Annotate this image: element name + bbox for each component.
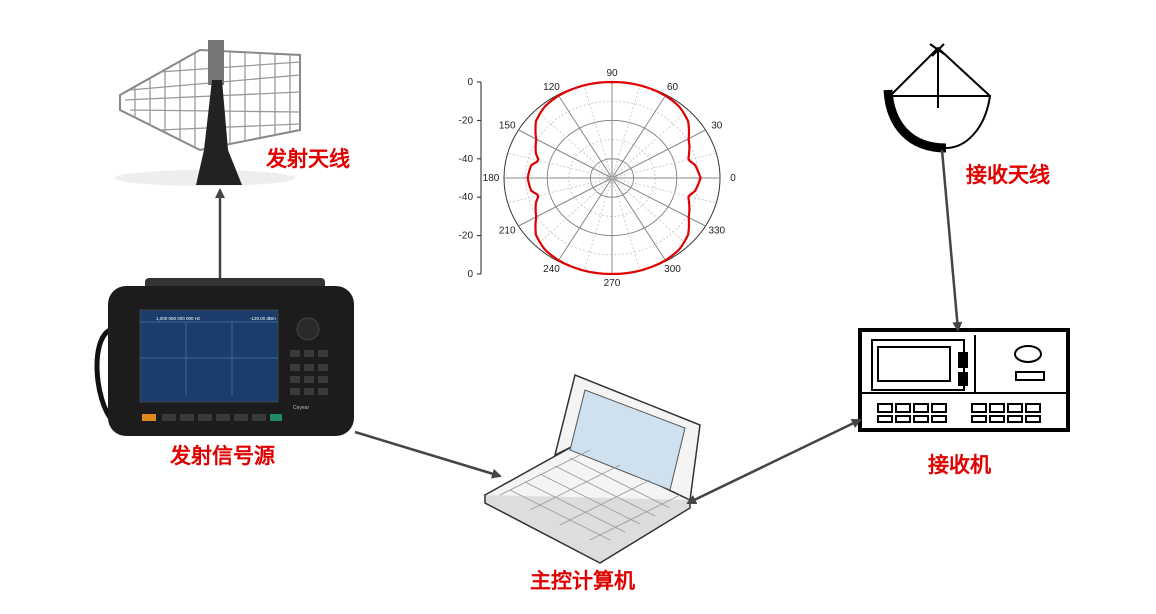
- grid-spoke: [611, 177, 689, 247]
- label-rx-antenna: 接收天线: [966, 163, 1050, 187]
- grid-spoke: [611, 177, 641, 271]
- grid-spoke: [611, 177, 717, 204]
- grid-spoke: [583, 85, 613, 179]
- radial-tick-label: -40: [459, 154, 474, 165]
- grid-spoke: [535, 109, 613, 179]
- angle-tick-label: 60: [667, 82, 679, 93]
- grid-spoke: [611, 94, 667, 179]
- angle-tick-label: 120: [543, 82, 560, 93]
- grid-spoke: [507, 152, 613, 179]
- angle-tick-label: 300: [664, 264, 681, 275]
- grid-spoke: [557, 177, 613, 262]
- angle-tick-label: 330: [708, 226, 725, 237]
- grid-spoke: [518, 177, 613, 227]
- grid-spoke: [611, 152, 717, 179]
- grid-spoke: [611, 177, 667, 262]
- grid-spoke: [507, 177, 613, 204]
- laptop-icon: [483, 373, 701, 564]
- angle-tick-label: 180: [483, 173, 500, 184]
- radial-tick-label: 0: [467, 269, 473, 280]
- radial-tick-label: -20: [459, 231, 474, 242]
- angle-tick-label: 210: [499, 226, 516, 237]
- arrow-pc-receiver: [686, 418, 862, 505]
- grid-spoke: [611, 129, 706, 179]
- radial-tick-label: -40: [459, 192, 474, 203]
- grid-spoke: [611, 109, 689, 179]
- angle-tick-label: 150: [499, 121, 516, 132]
- angle-tick-label: 270: [604, 278, 621, 289]
- angle-tick-label: 90: [606, 68, 618, 79]
- grid-spoke: [583, 177, 613, 271]
- angle-tick-label: 240: [543, 264, 560, 275]
- rx-antenna-icon: [883, 43, 992, 153]
- arrow-rx-antenna-to-receiver: [940, 149, 963, 332]
- grid-spoke: [518, 129, 613, 179]
- source-power-readout: -120.00 dBm: [250, 316, 276, 321]
- angle-tick-label: 0: [730, 173, 736, 184]
- arrow-source-to-pc: [354, 430, 502, 479]
- radial-tick-label: -20: [459, 115, 474, 126]
- receiver-icon: [858, 328, 1070, 432]
- source-frequency-readout: 1,000 000 000 000 Hz: [156, 316, 201, 321]
- grid-spoke: [611, 177, 706, 227]
- grid-spoke: [611, 85, 641, 179]
- pattern-series-line: [526, 80, 702, 276]
- grid-spoke: [535, 177, 613, 247]
- angle-tick-label: 30: [711, 121, 723, 132]
- radiation-pattern-chart: 0 30 60 90 120 150 180 210 240 270 300 330 0 -20 -40 -4…: [459, 68, 737, 289]
- source-brand: Ceyear: [293, 405, 309, 411]
- label-receiver: 接收机: [928, 453, 991, 477]
- label-control-pc: 主控计算机: [530, 569, 635, 593]
- label-tx-antenna: 发射天线: [266, 147, 350, 171]
- grid-spoke: [557, 94, 613, 179]
- radial-tick-label: 0: [467, 77, 473, 88]
- label-signal-source: 发射信号源: [170, 444, 275, 468]
- signal-source-icon: [94, 278, 354, 436]
- tx-antenna-icon: [115, 40, 301, 186]
